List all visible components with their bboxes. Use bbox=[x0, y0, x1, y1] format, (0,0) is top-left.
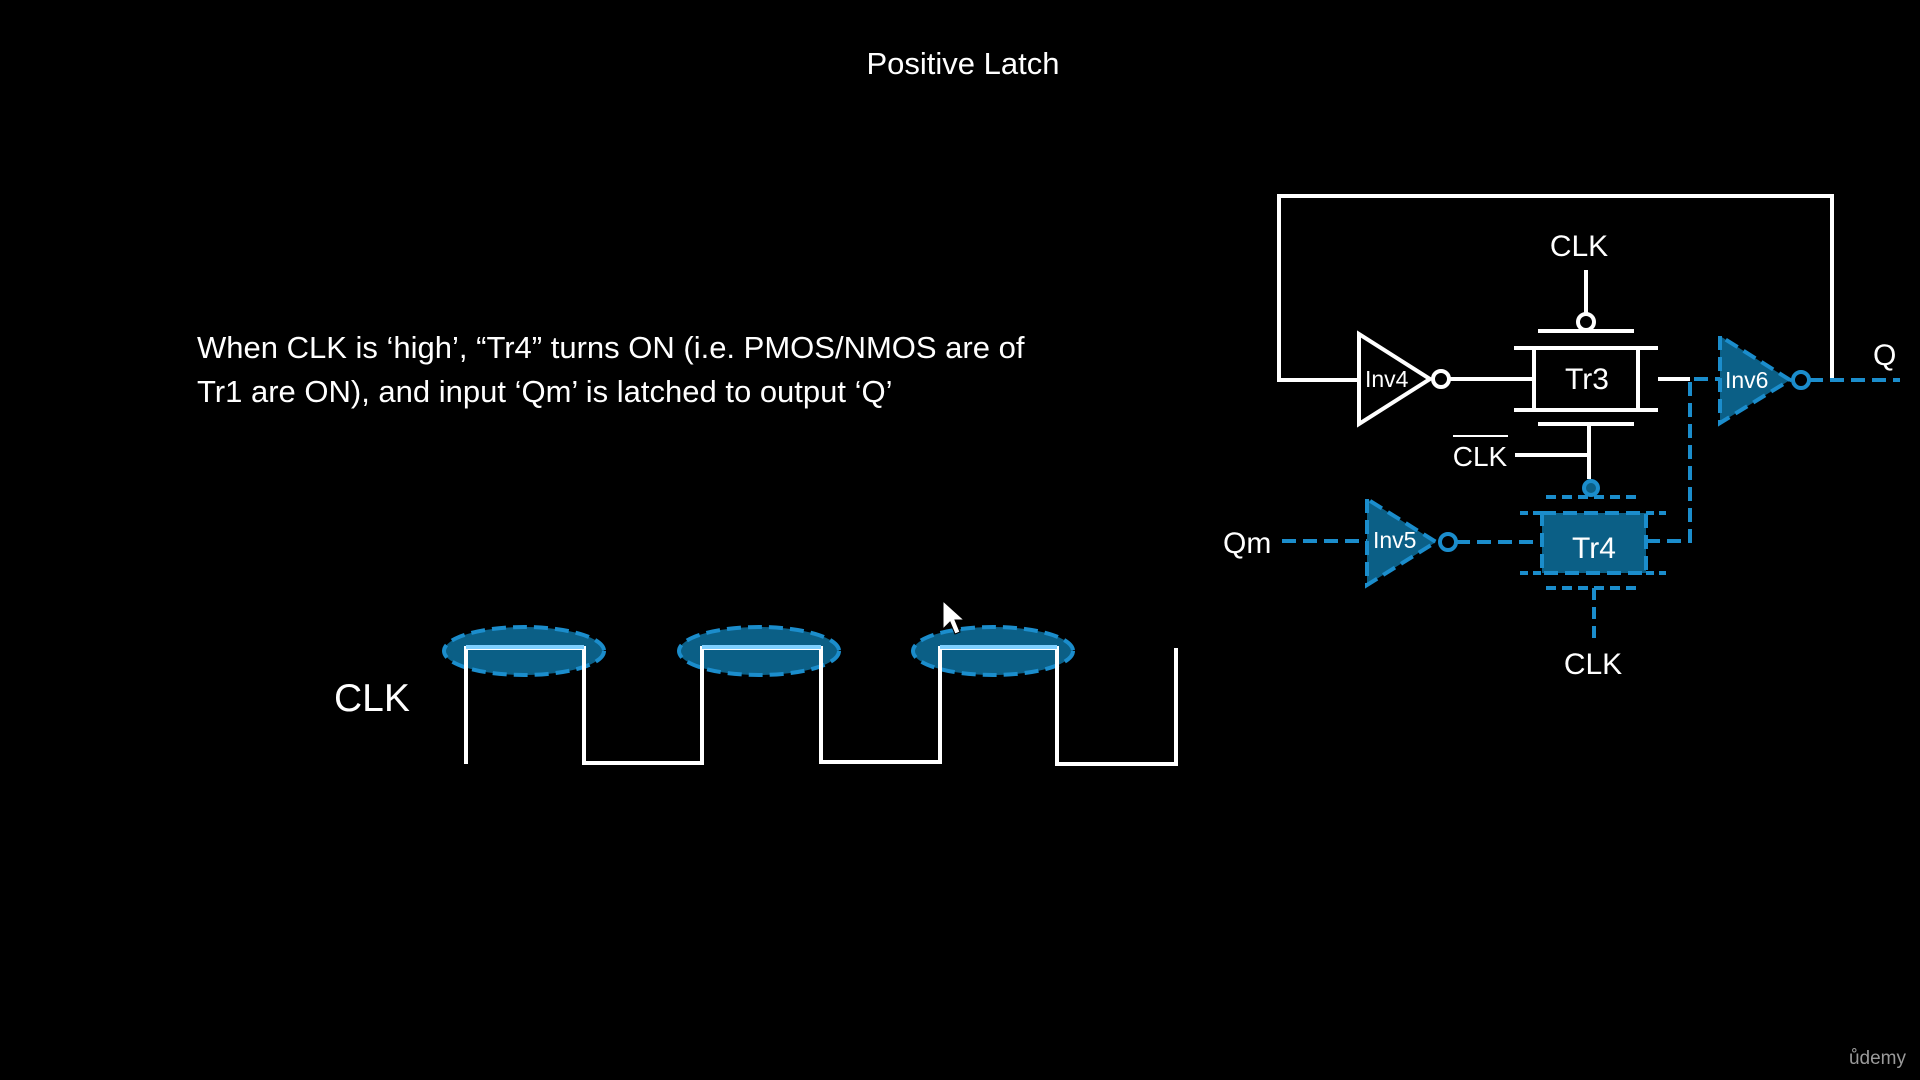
tr3-gate-clk-label: CLK bbox=[1550, 230, 1608, 263]
q-output-label: Q bbox=[1873, 339, 1896, 372]
high-phase-highlight-3 bbox=[911, 625, 1075, 677]
tr3-top-gate-bubble bbox=[1576, 312, 1596, 332]
tr4-to-inv6-wire bbox=[1646, 377, 1720, 543]
feedback-loop-wire bbox=[1277, 194, 1834, 382]
explanation-line-2: Tr1 are ON), and input ‘Qm’ is latched t… bbox=[197, 374, 893, 409]
clk-waveform-label: CLK bbox=[334, 677, 410, 720]
inv4-triangle bbox=[1357, 330, 1434, 428]
mouse-cursor-icon bbox=[942, 599, 966, 635]
explanation-text: When CLK is ‘high’, “Tr4” turns ON (i.e.… bbox=[197, 326, 1177, 414]
inv4-label: Inv4 bbox=[1365, 366, 1409, 392]
tr3-label: Tr3 bbox=[1565, 363, 1609, 396]
slide-title: Positive Latch bbox=[866, 46, 1060, 81]
inv6-triangle bbox=[1718, 332, 1794, 427]
tr4-label: Tr4 bbox=[1572, 532, 1616, 565]
qm-input-label: Qm bbox=[1223, 527, 1271, 560]
clk-square-wave bbox=[464, 646, 1178, 766]
circuit-labels: Inv4 Tr3 CLK CLK Inv5 Tr4 CLK Inv6 Qm Q bbox=[1223, 230, 1896, 681]
tr4-body bbox=[1540, 511, 1648, 575]
active-path bbox=[1282, 332, 1900, 645]
clk-waveform bbox=[442, 625, 1178, 766]
inv5-bubble bbox=[1438, 532, 1458, 552]
tr4-gate-clk-label: CLK bbox=[1564, 648, 1622, 681]
tr4-top-gate-bubble bbox=[1582, 479, 1600, 497]
udemy-watermark: ůdemy bbox=[1848, 1048, 1906, 1069]
inv4-bubble bbox=[1431, 369, 1451, 389]
explanation-line-1: When CLK is ‘high’, “Tr4” turns ON (i.e.… bbox=[197, 330, 1025, 365]
tr3-gate-clk-bar-label: CLK bbox=[1453, 441, 1508, 472]
inv5-label: Inv5 bbox=[1373, 527, 1416, 553]
feedback-path bbox=[1277, 194, 1834, 479]
high-phase-highlight-1 bbox=[442, 625, 606, 677]
high-phase-highlight-2 bbox=[677, 625, 841, 677]
inv6-label: Inv6 bbox=[1725, 367, 1768, 393]
inv5-triangle bbox=[1365, 495, 1440, 589]
tr3-body bbox=[1532, 346, 1640, 412]
inv6-bubble bbox=[1791, 370, 1811, 390]
